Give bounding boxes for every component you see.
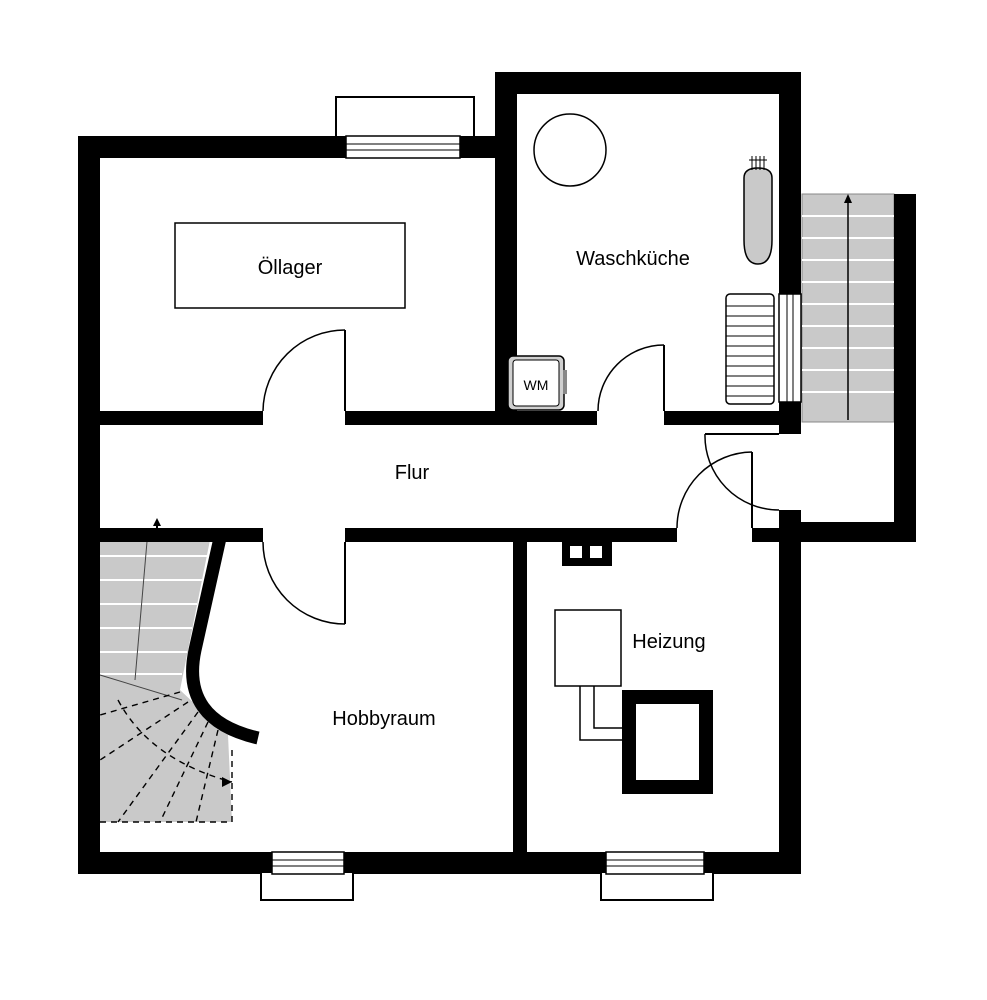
door-oellager: [262, 329, 346, 412]
boiler: [554, 609, 622, 687]
curved-stair-wall: [186, 536, 260, 745]
window-hobbyraum: [260, 851, 354, 901]
winding-staircase: [99, 518, 233, 823]
oil-tank: [174, 222, 406, 309]
room-label-heizung: Heizung: [632, 631, 705, 653]
window-oellager: [335, 96, 475, 159]
door-heizung: [676, 451, 753, 529]
washing-machine-icon: [507, 355, 567, 411]
room-label-waschkueche: Waschküche: [576, 248, 690, 270]
room-label-oellager: Öllager: [258, 257, 323, 279]
window-waschkueche: [778, 293, 802, 403]
room-label-flur: Flur: [395, 462, 430, 484]
drying-rack: [725, 293, 775, 405]
straight-staircase: [801, 193, 895, 423]
ironing-board: [743, 156, 773, 265]
window-heizung: [600, 851, 714, 901]
door-stairs: [704, 433, 780, 511]
door-waschkueche: [597, 344, 665, 412]
washing-machine-label: WM: [524, 377, 549, 393]
walls: [78, 72, 916, 874]
door-hobbyraum: [262, 541, 346, 625]
heating-tank: [622, 690, 713, 794]
room-label-hobbyraum: Hobbyraum: [332, 708, 435, 730]
round-table: [533, 113, 607, 187]
heating-pipes: [579, 686, 622, 741]
